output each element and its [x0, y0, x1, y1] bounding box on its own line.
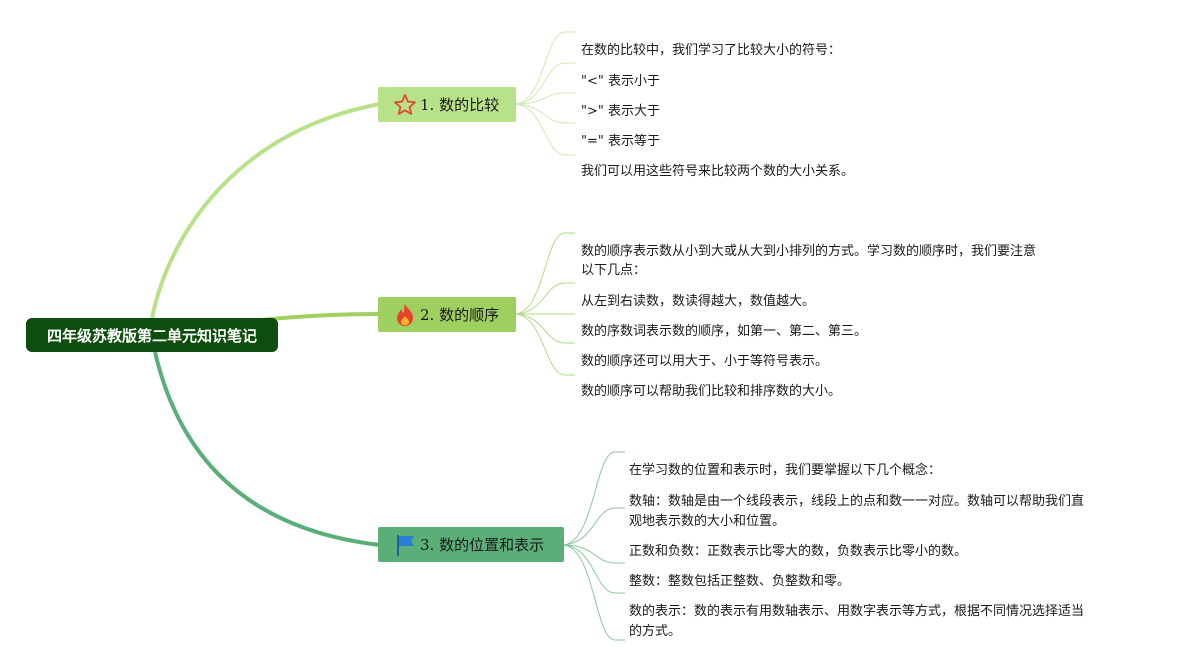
leaf-3-1: 在学习数的位置和表示时，我们要掌握以下几个概念：	[629, 463, 942, 478]
leaf-3-5-cont: 的方式。	[629, 624, 682, 639]
leaf-2-2: 从左到右读数，数读得越大，数值越大。	[581, 294, 816, 309]
link-root-branch-1	[150, 102, 381, 319]
leaf-2-3: 数的序数词表示数的顺序，如第一、第二、第三。	[581, 324, 868, 339]
flag-icon	[392, 532, 418, 558]
branch-number-order[interactable]: 2. 数的顺序	[378, 297, 516, 332]
leaf-1-2: "<" 表示小于	[581, 74, 660, 89]
leaf-3-5: 数的表示：数的表示有用数轴表示、用数字表示等方式，根据不同情况选择适当	[629, 604, 1085, 619]
leaf-2-4: 数的顺序还可以用大于、小于等符号表示。	[581, 354, 829, 369]
leaf-3-2-cont: 观地表示数的大小和位置。	[629, 514, 786, 529]
leaf-2-1-cont: 以下几点：	[581, 263, 647, 278]
leaf-2-5: 数的顺序可以帮助我们比较和排序数的大小。	[581, 384, 842, 399]
link-root-branch-2	[261, 312, 381, 322]
branch-label: 1. 数的比较	[420, 96, 500, 114]
fire-icon	[392, 302, 418, 328]
leaf-2-1: 数的顺序表示数从小到大或从大到小排列的方式。学习数的顺序时，我们要注意	[581, 244, 1037, 259]
leaf-1-4: "=" 表示等于	[581, 134, 660, 149]
leaf-3-3: 正数和负数：正数表示比零大的数，负数表示比零小的数。	[629, 544, 968, 559]
root-title: 四年级苏教版第二单元知识笔记	[46, 326, 257, 345]
leaf-1-5: 我们可以用这些符号来比较两个数的大小关系。	[581, 164, 855, 179]
branch-label: 3. 数的位置和表示	[420, 536, 545, 554]
branch-number-comparison[interactable]: 1. 数的比较	[378, 87, 516, 122]
leaf-1-1: 在数的比较中，我们学习了比较大小的符号：	[581, 43, 842, 58]
leaf-3-4: 整数：整数包括正整数、负整数和零。	[629, 574, 851, 589]
leaf-1-3: ">" 表示大于	[581, 104, 660, 119]
root-topic[interactable]: 四年级苏教版第二单元知识笔记	[26, 318, 278, 352]
leaf-3-2: 数轴：数轴是由一个线段表示，线段上的点和数一一对应。数轴可以帮助我们直	[629, 494, 1085, 509]
branch-number-position[interactable]: 3. 数的位置和表示	[378, 527, 564, 562]
star-icon	[392, 92, 418, 118]
branch-label: 2. 数的顺序	[420, 306, 500, 324]
link-root-branch-3	[153, 351, 381, 547]
